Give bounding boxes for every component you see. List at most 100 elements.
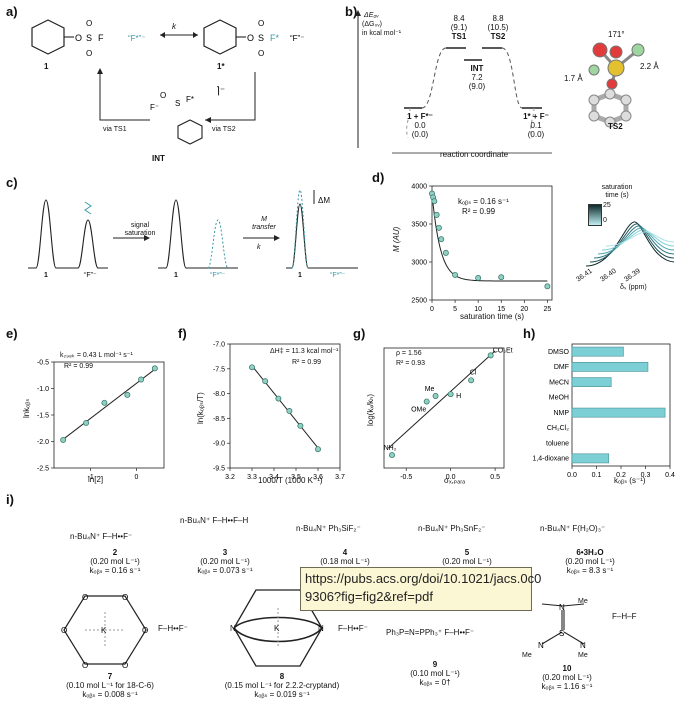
e-r2: R² = 0.99 <box>64 363 93 370</box>
svg-text:S: S <box>175 99 180 108</box>
b-ylabel-3: in kcal mol⁻¹ <box>362 30 402 37</box>
svg-text:“F”⁻: “F”⁻ <box>290 34 304 43</box>
d-kobs: kₒᵦₛ = 0.16 s⁻¹ <box>458 197 509 206</box>
int-label: INT <box>152 154 165 163</box>
inset-min: 0 <box>603 217 607 224</box>
y-tick-label: -7.0 <box>213 342 225 349</box>
panel-g-label: g) <box>353 326 366 341</box>
data-point <box>452 271 459 278</box>
dist-22: 2.2 Å <box>640 62 659 71</box>
c-p1-b: 1 <box>174 272 178 279</box>
url-tooltip[interactable]: https://pubs.acs.org/doi/10.1021/jacs.0c… <box>300 567 541 611</box>
data-point <box>447 391 454 398</box>
e-ylabel: lnkₒᵦₛ <box>22 398 31 418</box>
data-point <box>435 224 442 231</box>
x-tick-label: 0.5 <box>490 474 500 481</box>
svg-text:O: O <box>61 626 67 635</box>
g-rho: ρ = 1.56 <box>396 350 422 357</box>
y-tick-label: 4000 <box>411 184 427 191</box>
panel-a-scheme: O S O O F “F*”⁻ O S O O F* “F”⁻ O S F⁻ F… <box>31 19 304 145</box>
f-dh: ΔH‡ = 11.3 kcal mol⁻¹ <box>270 348 339 355</box>
cmpd8-formula: F–H••F⁻ <box>338 624 368 633</box>
y-tick-label: -9.5 <box>213 466 225 473</box>
g-r2: R² = 0.93 <box>396 360 425 367</box>
x-tick-label: 15 <box>497 306 505 313</box>
y-tick-label: -8.0 <box>213 391 225 398</box>
point-label: H <box>456 393 461 400</box>
svg-text:S: S <box>86 33 92 43</box>
data-point <box>275 395 282 402</box>
svg-text:F⁻: F⁻ <box>150 103 159 112</box>
cmpd10-structure: N S N N <box>538 603 586 650</box>
inset-spectra <box>585 221 675 267</box>
d-xlabel: saturation time (s) <box>460 312 525 321</box>
cmpd10-me4: Me <box>578 652 588 659</box>
x-tick-label: 20 <box>520 306 528 313</box>
svg-text:⌉⁻: ⌉⁻ <box>216 86 225 97</box>
cmpd6-info: 6•3H₂O(0.20 mol L⁻¹)kₒᵦₛ = 8.3 s⁻¹ <box>565 548 615 575</box>
x-tick-label: -0.5 <box>400 474 412 481</box>
cmpd2-info: 2(0.20 mol L⁻¹)kₒᵦₛ = 0.16 s⁻¹ <box>89 548 141 575</box>
panel-h-label: h) <box>523 326 536 341</box>
ts1-value: 8.4(9.1)TS1 <box>450 14 468 41</box>
x-tick-label: 3.6 <box>313 474 323 481</box>
svg-text:O: O <box>122 593 128 602</box>
ts2-structure <box>588 42 645 128</box>
data-point <box>262 378 269 385</box>
data-point <box>423 398 430 405</box>
b-ylabel-1: ΔE₀ᵥ <box>364 12 379 19</box>
f-r2: R² = 0.99 <box>292 359 321 366</box>
solvent-label: CH₂Cl₂ <box>547 425 569 432</box>
point-label: CO₂Et <box>493 347 513 354</box>
b-xlabel: reaction coordinate <box>440 150 509 159</box>
svg-text:O: O <box>86 19 92 28</box>
plot-frame <box>229 343 341 469</box>
inset-max: 25 <box>603 202 611 209</box>
f-xlabel: 1000/T (1000 K⁻¹) <box>258 476 323 485</box>
y-tick-label: -0.5 <box>37 360 49 367</box>
svg-text:F*: F* <box>186 95 194 104</box>
data-point <box>101 399 108 406</box>
x-tick-label: 0.4 <box>665 472 675 479</box>
data-point <box>498 274 505 281</box>
ts2-struct-label: TS2 <box>608 122 623 131</box>
data-point <box>249 364 255 371</box>
point-label: Cl <box>470 369 477 376</box>
plot-frame <box>383 347 505 469</box>
cmpd3-formula: n-Bu₄N⁺ F–H••F–H <box>180 516 249 525</box>
crypt8-n-left: N <box>230 624 236 633</box>
d-ylabel: M (AU) <box>392 226 401 252</box>
inset-tick-3: 36.39 <box>623 267 642 284</box>
data-point <box>286 408 293 414</box>
c-k: k <box>257 244 261 251</box>
mol-1: 1 <box>44 62 49 71</box>
svg-text:O: O <box>258 19 264 28</box>
cryptand-8 <box>233 589 323 667</box>
y-tick-label: -1.5 <box>37 413 49 420</box>
svg-text:O: O <box>122 661 128 670</box>
data-point <box>475 275 482 281</box>
inset-tick-2: 36.40 <box>599 267 618 284</box>
f-ylabel: ln(kₒᵦₛ/T) <box>196 392 205 424</box>
svg-text:N: N <box>559 603 565 612</box>
point-label: OMe <box>411 407 426 414</box>
b-ylabel-2: (ΔG₀ᵥ) <box>362 21 382 28</box>
mol-1star: 1* <box>217 62 225 71</box>
benzene-ring-1star <box>203 19 237 55</box>
svg-text:F: F <box>98 33 104 43</box>
crypt8-k: K <box>274 624 280 633</box>
benzene-ring-1 <box>31 19 65 55</box>
c-pF-b: “F*”⁻ <box>210 272 226 279</box>
solvent-label: MeOH <box>549 395 569 402</box>
cmpd9-info: 9(0.10 mol L⁻¹)kₒᵦₛ = 0† <box>410 660 460 687</box>
svg-text:O: O <box>247 33 254 43</box>
svg-text:O: O <box>82 593 88 602</box>
solvent-label: DMF <box>554 364 569 371</box>
g-ylabel: log(kₓ/kₕ) <box>366 393 375 426</box>
nmr-schematic <box>28 189 358 269</box>
svg-text:O: O <box>86 49 92 58</box>
panel-a-label: a) <box>6 4 18 19</box>
data-point <box>138 376 145 383</box>
